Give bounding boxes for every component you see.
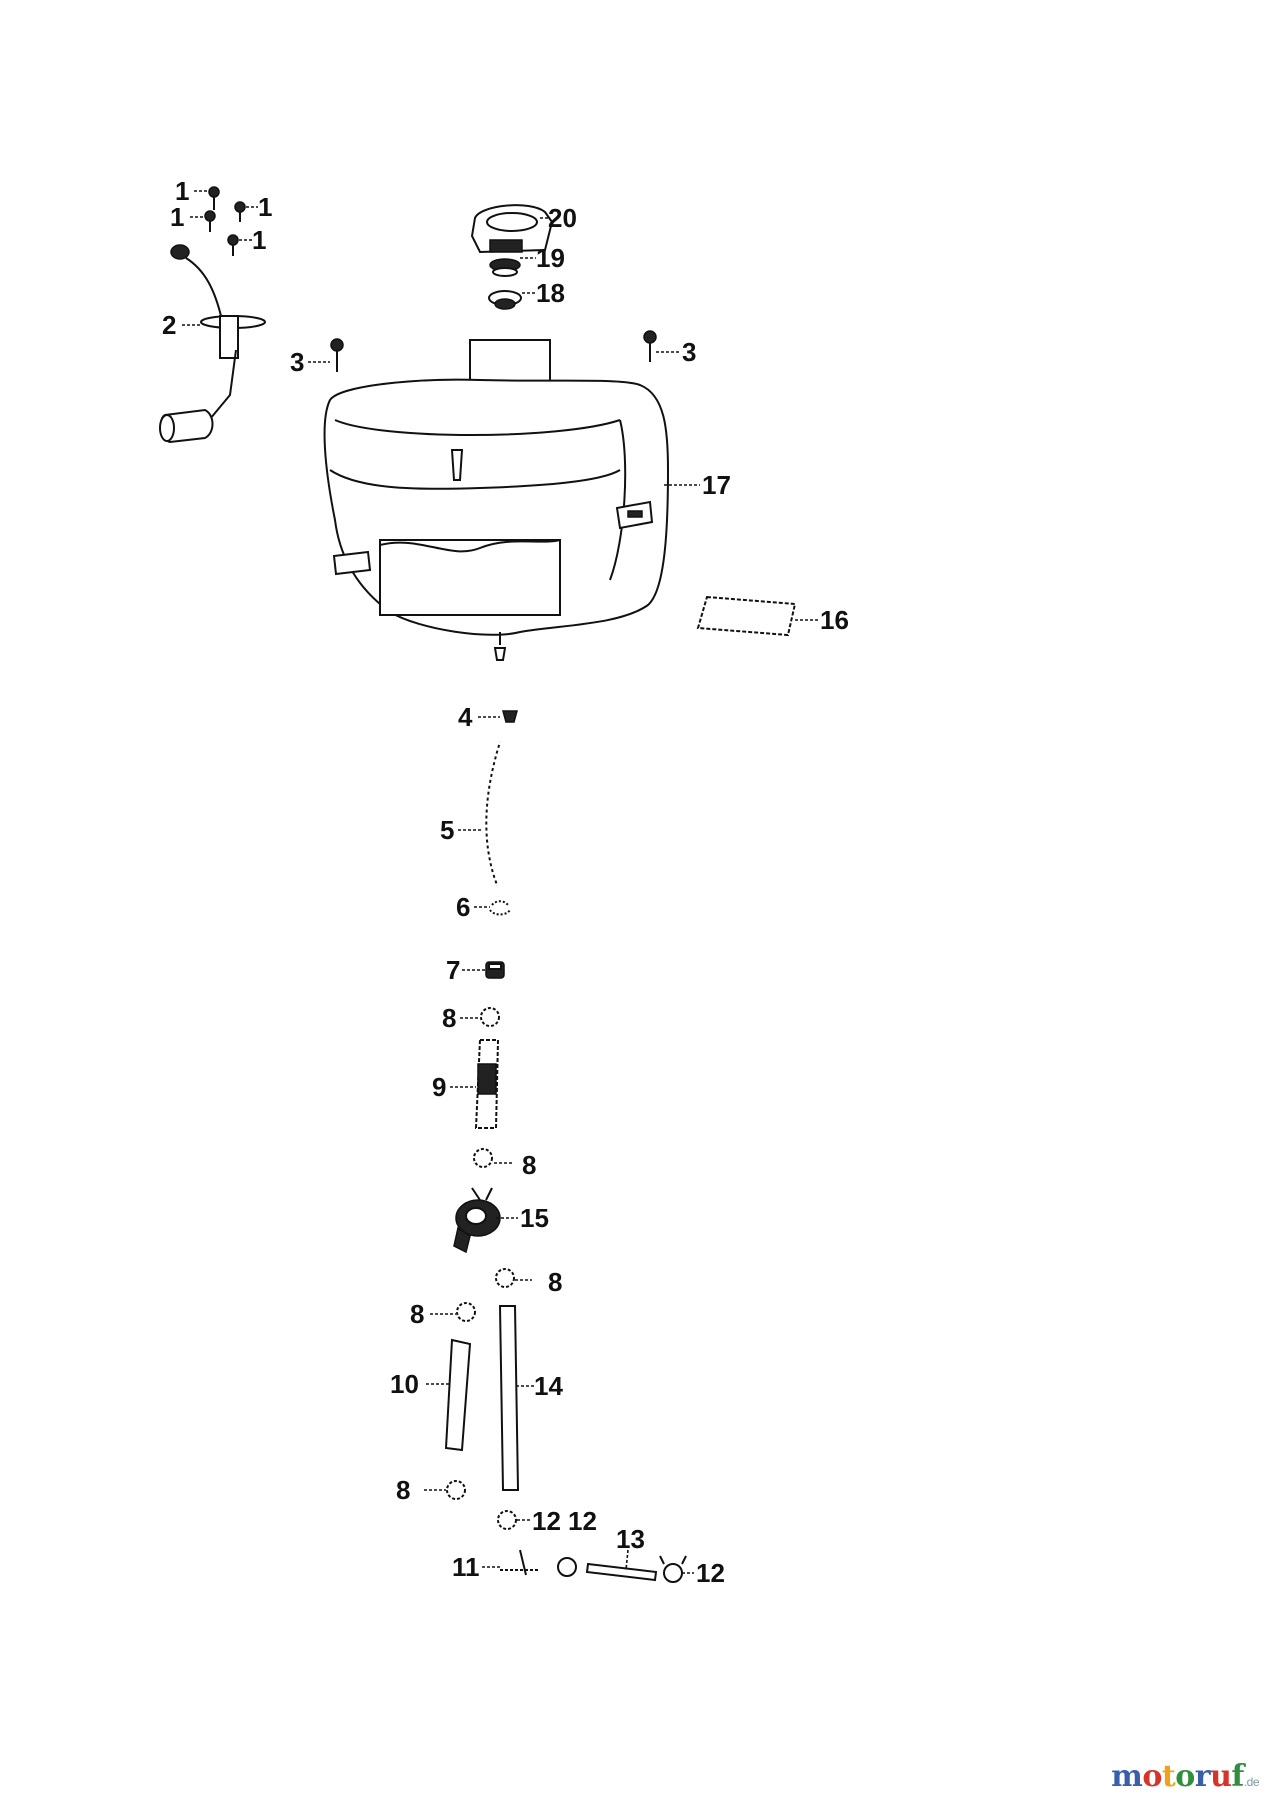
motoruf-logo: motoruf.de	[1111, 1759, 1259, 1794]
callout-5: 5	[440, 815, 454, 845]
callout-4: 4	[458, 702, 473, 732]
callout-18: 18	[536, 278, 565, 308]
callout-20: 20	[548, 203, 577, 233]
part-2-fuel-sender	[159, 244, 266, 444]
callout-13: 13	[616, 1524, 645, 1554]
callout-8d: 8	[410, 1299, 424, 1329]
part-14-long-hose	[498, 1305, 520, 1491]
logo-letter: f	[1231, 1759, 1244, 1794]
part-12-clamps	[497, 1510, 687, 1583]
callout-1a: 1	[175, 176, 189, 206]
part-6-clamp	[489, 900, 511, 916]
callout-11: 11	[452, 1552, 480, 1582]
part-7-plug	[485, 961, 505, 979]
part-16-label	[696, 595, 797, 637]
part-9-short-hose	[474, 1039, 500, 1129]
callout-9: 9	[432, 1072, 446, 1102]
logo-letter: t	[1161, 1759, 1176, 1794]
callout-14: 14	[534, 1371, 563, 1401]
part-15-fuel-valve	[453, 1187, 501, 1254]
callout-2: 2	[162, 310, 176, 340]
callout-1b: 1	[170, 202, 184, 232]
callout-8b: 8	[522, 1150, 536, 1180]
part-20-fuel-cap	[470, 204, 554, 254]
part-18-filter	[488, 290, 522, 310]
logo-suffix: .de	[1243, 1775, 1260, 1789]
logo-letter: o	[1175, 1759, 1195, 1794]
callout-19: 19	[536, 243, 565, 273]
callout-10: 10	[390, 1369, 419, 1399]
callout-7: 7	[446, 955, 460, 985]
part-19-gasket	[489, 258, 521, 277]
logo-letter: m	[1111, 1759, 1143, 1794]
callout-3b: 3	[682, 337, 696, 367]
callout-8e: 8	[396, 1475, 410, 1505]
callout-6: 6	[456, 892, 470, 922]
part-10-hose	[444, 1338, 472, 1452]
part-3-bolts	[330, 330, 657, 372]
part-11-fitting	[500, 1549, 540, 1576]
callout-3a: 3	[290, 347, 304, 377]
callout-12a: 12	[532, 1506, 561, 1536]
part-4-fitting	[502, 710, 518, 723]
callout-12b: 12	[568, 1506, 597, 1536]
part-8-clamps	[446, 1007, 515, 1500]
logo-letter: o	[1142, 1759, 1162, 1794]
callout-1c: 1	[258, 192, 272, 222]
callout-8c: 8	[548, 1267, 562, 1297]
callout-17: 17	[702, 470, 731, 500]
part-5-fuel-hose	[482, 740, 504, 887]
logo-letter: u	[1210, 1759, 1232, 1794]
callout-15: 15	[520, 1203, 549, 1233]
logo-wordmark: motoruf	[1111, 1759, 1244, 1794]
part-13-tube	[585, 1549, 658, 1582]
logo-letter: r	[1194, 1759, 1211, 1794]
part-1-screws	[204, 186, 246, 256]
callout-8a: 8	[442, 1003, 456, 1033]
callout-1d: 1	[252, 225, 266, 255]
callout-12c: 12	[696, 1558, 725, 1588]
part-17-fuel-tank	[323, 339, 670, 661]
callout-16: 16	[820, 605, 849, 635]
